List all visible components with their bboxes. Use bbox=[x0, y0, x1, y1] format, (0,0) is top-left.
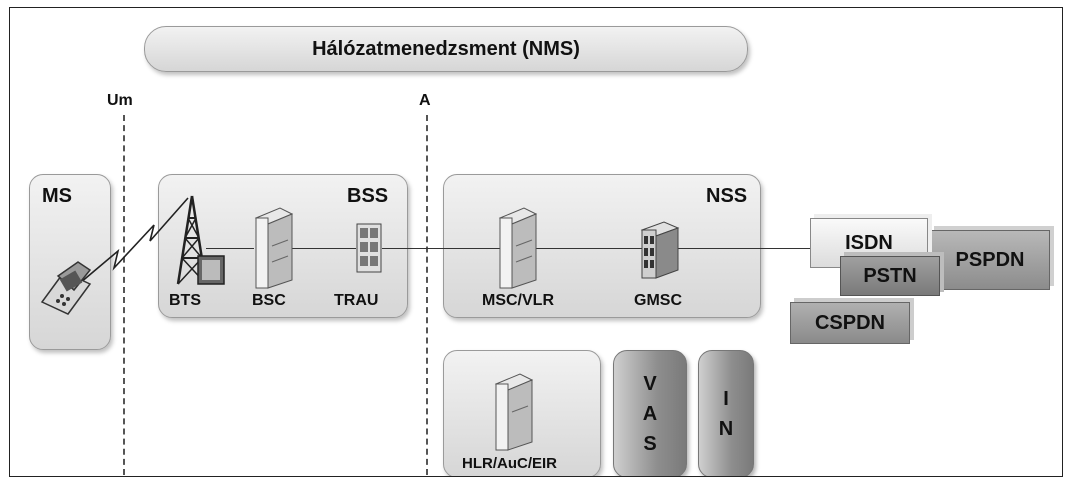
pstn-label: PSTN bbox=[863, 264, 917, 287]
in-letter-n: N bbox=[718, 418, 734, 440]
nms-bar: Hálózatmenedzsment (NMS) bbox=[144, 26, 748, 72]
vas-letter-v: V bbox=[643, 373, 657, 395]
bts-label: BTS bbox=[169, 292, 201, 309]
cspdn-label: CSPDN bbox=[814, 311, 885, 334]
a-interface-line bbox=[426, 115, 428, 475]
bts-tower-icon bbox=[176, 195, 225, 285]
pspdn-label: PSPDN bbox=[955, 248, 1025, 271]
bss-label: BSS bbox=[347, 185, 389, 207]
nss-label: NSS bbox=[706, 185, 748, 207]
pspdn-network: PSPDN bbox=[930, 230, 1050, 290]
a-interface-label: A bbox=[419, 92, 431, 109]
trau-device-icon bbox=[356, 223, 382, 273]
in-letter-i: I bbox=[723, 388, 729, 410]
um-interface-label: Um bbox=[107, 92, 133, 109]
bsc-server-icon bbox=[254, 207, 294, 289]
gmsc-networks-link bbox=[676, 248, 811, 249]
vas-letter-s: S bbox=[643, 433, 657, 455]
nms-label: Hálózatmenedzsment (NMS) bbox=[312, 38, 580, 60]
diagram-frame: Hálózatmenedzsment (NMS) Um A MS BSS BTS… bbox=[9, 7, 1063, 477]
hlr-label: HLR/AuC/EIR bbox=[462, 455, 557, 472]
gmsc-label: GMSC bbox=[634, 292, 682, 309]
bsc-trau-link bbox=[290, 248, 356, 249]
msc-gmsc-link bbox=[532, 248, 644, 249]
um-interface-line bbox=[123, 115, 125, 475]
pstn-network: PSTN bbox=[840, 256, 940, 296]
mobile-phone-icon bbox=[40, 261, 92, 315]
gmsc-switch-icon bbox=[640, 221, 680, 279]
trau-msc-link bbox=[382, 248, 500, 249]
vas-letter-a: A bbox=[642, 403, 658, 425]
ms-box: MS bbox=[29, 174, 111, 350]
bts-bsc-link bbox=[206, 248, 254, 249]
vas-box: V A S bbox=[613, 350, 687, 476]
radio-link-icon bbox=[79, 197, 189, 284]
msc-vlr-server-icon bbox=[498, 207, 538, 289]
ms-label: MS bbox=[42, 185, 72, 207]
hlr-box: HLR/AuC/EIR bbox=[443, 350, 601, 476]
trau-label: TRAU bbox=[334, 292, 379, 309]
msc-vlr-label: MSC/VLR bbox=[482, 292, 554, 309]
bsc-label: BSC bbox=[252, 292, 286, 309]
hlr-server-icon bbox=[494, 373, 534, 451]
isdn-label: ISDN bbox=[845, 231, 893, 254]
nss-box: NSS MSC/VLR GMSC bbox=[443, 174, 761, 318]
in-box: I N bbox=[698, 350, 754, 476]
cspdn-network: CSPDN bbox=[790, 302, 910, 344]
